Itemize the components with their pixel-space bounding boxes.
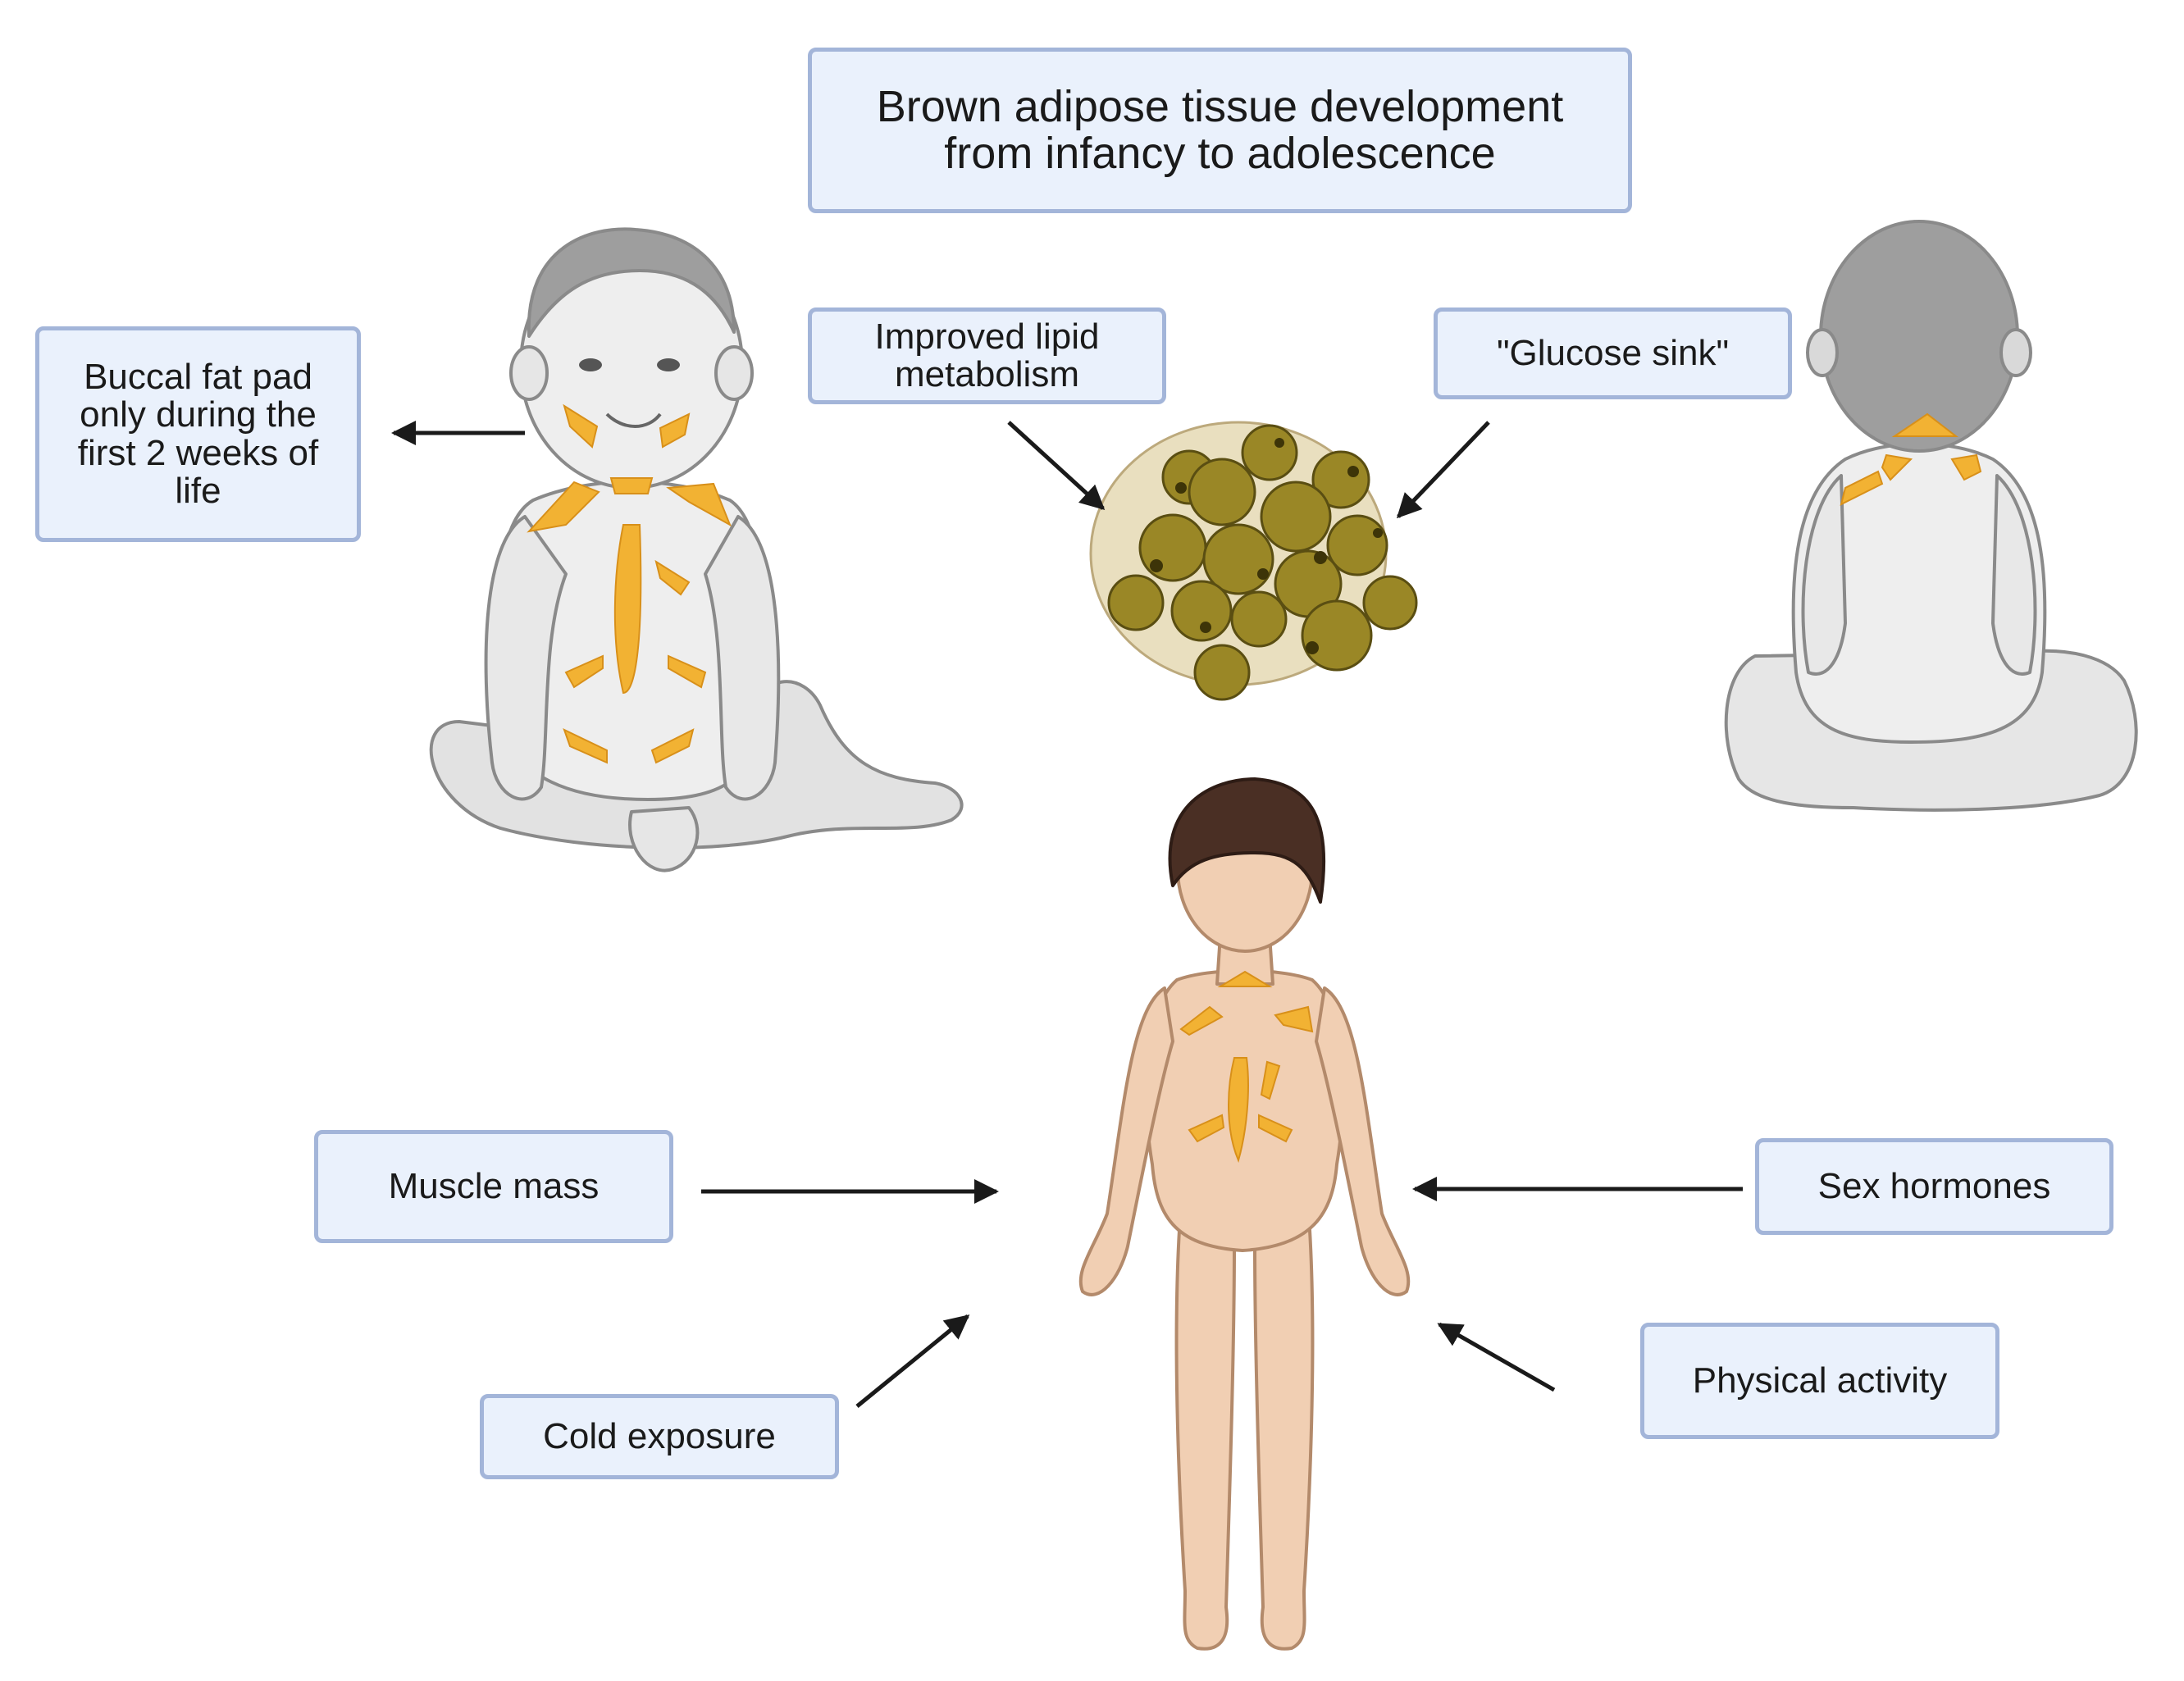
arrow-cold-exposure (855, 1314, 970, 1408)
muscle-mass-text: Muscle mass (388, 1165, 600, 1206)
arrow-glucose (1396, 421, 1490, 519)
child-bat-deposits (1179, 970, 1314, 1163)
title-text: Brown adipose tissue development from in… (876, 82, 1564, 178)
buccal-fat-pad-box: Buccal fat pad only during the first 2 w… (35, 326, 361, 542)
child-standing-figure (1078, 777, 1411, 1651)
lipid-metabolism-text: Improved lipid metabolism (874, 316, 1100, 394)
physical-activity-text: Physical activity (1692, 1360, 1948, 1401)
lipid-metabolism-box: Improved lipid metabolism (808, 308, 1166, 404)
cold-exposure-text: Cold exposure (543, 1415, 776, 1456)
glucose-sink-text: "Glucose sink" (1496, 332, 1730, 373)
arrows (391, 421, 1743, 1408)
arrow-physical-activity (1437, 1322, 1556, 1392)
glucose-sink-box: "Glucose sink" (1434, 308, 1792, 399)
brown-adipocyte-cluster (1089, 421, 1418, 701)
sex-hormones-box: Sex hormones (1755, 1138, 2113, 1235)
buccal-fat-pad-text: Buccal fat pad only during the first 2 w… (77, 357, 319, 511)
infant-back-bat-deposits (1840, 412, 1982, 506)
physical-activity-box: Physical activity (1640, 1323, 1999, 1439)
infant-bat-deposits (527, 403, 732, 764)
cold-exposure-box: Cold exposure (480, 1394, 839, 1479)
infant-back-figure (1724, 220, 2138, 812)
arrow-lipid (1007, 421, 1106, 511)
sex-hormones-text: Sex hormones (1817, 1165, 2051, 1206)
muscle-mass-box: Muscle mass (314, 1130, 673, 1243)
infant-front-figure (429, 227, 964, 872)
title-box: Brown adipose tissue development from in… (808, 48, 1632, 213)
